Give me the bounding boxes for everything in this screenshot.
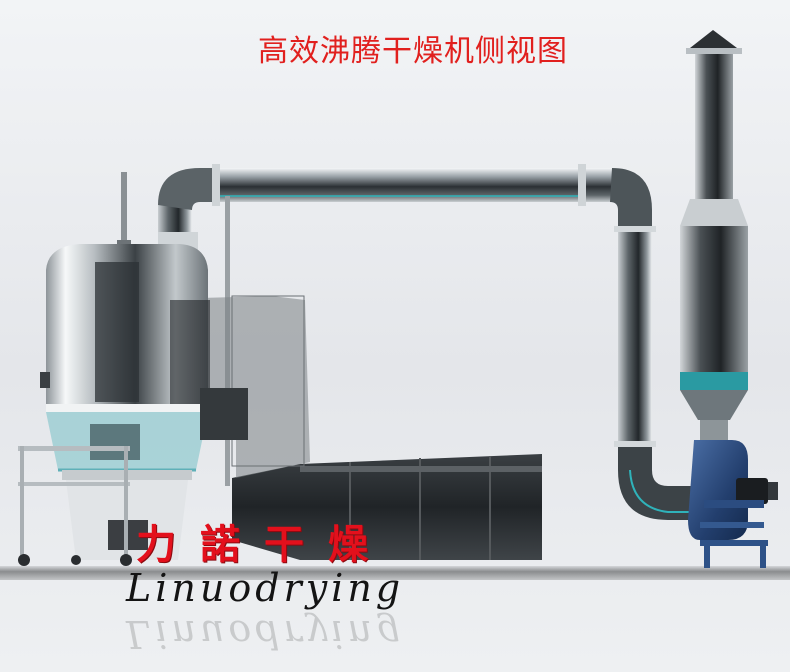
cyclone-stack xyxy=(680,30,748,442)
brand-logo-reflection: Linuodrying xyxy=(126,612,405,656)
blower-fan xyxy=(688,440,778,568)
inlet-air-duct xyxy=(232,454,542,560)
diagram-title: 高效沸腾干燥机侧视图 xyxy=(258,34,568,69)
heater-cabinet xyxy=(200,295,310,478)
brand-logo-english: Linuodrying xyxy=(126,566,405,610)
overhead-exhaust-duct xyxy=(158,164,700,520)
brand-logo-chinese: 力諾干燥 xyxy=(136,521,392,568)
floor xyxy=(0,566,790,580)
material-trolley xyxy=(18,446,132,566)
